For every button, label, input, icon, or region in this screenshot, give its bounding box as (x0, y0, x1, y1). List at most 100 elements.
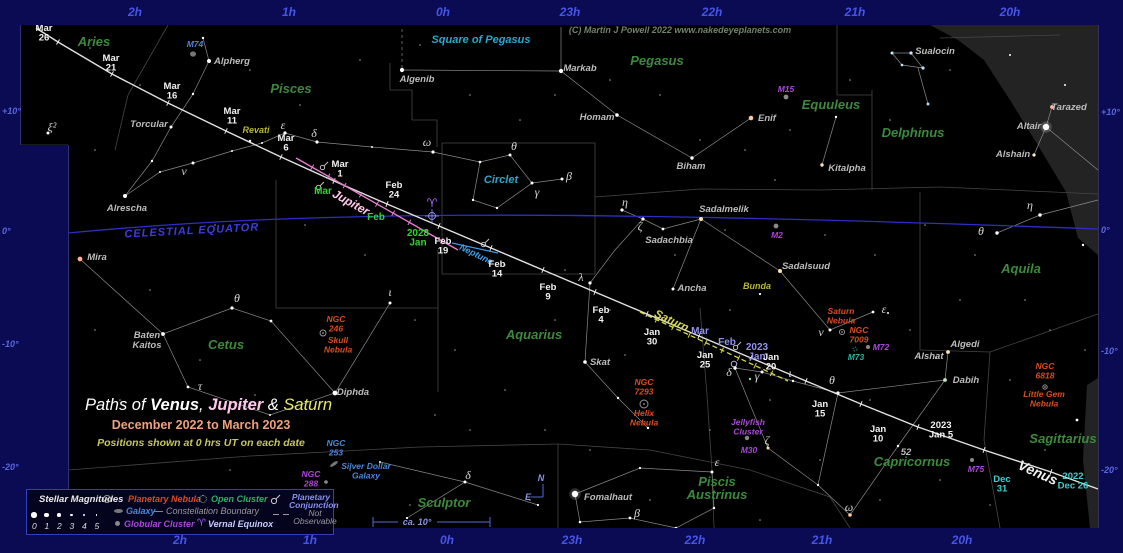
magnitude-number: 1 (44, 521, 50, 531)
star (454, 349, 456, 351)
chart-label: β (633, 506, 640, 520)
chart-label: Torcular (130, 119, 169, 130)
legend-title: Stellar Magnitudes (39, 494, 124, 505)
star (379, 461, 381, 463)
constellation-figure (472, 154, 533, 209)
star (299, 104, 301, 106)
chart-label: δ (726, 365, 732, 379)
star (578, 520, 582, 524)
neptune-path (451, 242, 499, 254)
star (824, 234, 826, 236)
constellation-boundary (983, 351, 1001, 529)
date-tick (697, 333, 701, 339)
chart-label: Mar (691, 326, 709, 337)
star (661, 227, 665, 231)
date-tick (982, 446, 986, 454)
saturn-path (639, 311, 789, 382)
open-cluster-symbol (852, 346, 858, 352)
date-tick (391, 210, 396, 217)
globular-cluster-icon (115, 521, 120, 526)
chart-label: M15 (778, 84, 795, 94)
chart-label: M73 (848, 352, 865, 362)
border-left (0, 145, 69, 528)
hour-label-bottom: 1h (302, 533, 318, 547)
chart-label: Altair (1016, 121, 1043, 132)
chart-label: Kitalpha (828, 163, 865, 174)
star (315, 140, 319, 144)
date-tick (326, 173, 331, 180)
star (469, 94, 471, 96)
constellation-boundary (114, 24, 169, 151)
chart-label: θ (234, 291, 240, 305)
date-tick (110, 71, 114, 77)
chart-label: E (525, 492, 532, 502)
star (1049, 329, 1051, 331)
star (649, 499, 651, 501)
date-tick (769, 370, 774, 377)
star (748, 377, 752, 381)
date-tick (437, 223, 441, 229)
star (828, 328, 832, 332)
constellation-figure (124, 132, 286, 197)
planetary-nebula-symbol (639, 399, 649, 409)
conjunction-circle (730, 360, 738, 368)
star (229, 469, 231, 471)
chart-label: Diphda (337, 387, 369, 398)
star (1044, 449, 1046, 451)
galaxy-symbol (330, 461, 338, 467)
chart-label: Alshain (995, 149, 1031, 160)
title-venus: Venus (150, 396, 200, 414)
date-tick (859, 401, 863, 407)
star (890, 51, 894, 55)
constellation-figure (79, 258, 336, 416)
chart-title: Paths of Venus, Jupiter & Saturn (85, 396, 333, 414)
hour-label-bottom: 22h (684, 533, 706, 547)
magnitude-dot-2 (57, 513, 61, 517)
dec-label-right: 0° (1101, 225, 1110, 235)
star (943, 378, 947, 382)
star (1064, 84, 1066, 86)
star (638, 466, 642, 470)
date-tick (489, 245, 493, 251)
date-tick (645, 311, 649, 317)
date-tick (439, 237, 444, 244)
date-tick (224, 128, 228, 134)
star (119, 399, 121, 401)
star (214, 224, 216, 226)
constellation-figure (621, 209, 702, 230)
date-tick (753, 362, 757, 369)
star (974, 254, 976, 256)
star (774, 179, 776, 181)
date-tick (310, 164, 315, 171)
date-tick (687, 332, 692, 338)
star (159, 171, 161, 173)
date-tick (671, 324, 675, 331)
star (201, 36, 205, 40)
date-tick (593, 289, 597, 295)
star (709, 429, 711, 431)
constellation-boundary (67, 443, 559, 471)
date-tick (166, 100, 170, 106)
date-tick (407, 219, 412, 226)
star (949, 69, 951, 71)
star (1032, 153, 1036, 157)
chart-label: δ (465, 468, 471, 482)
star (1024, 299, 1026, 301)
date-tick (342, 182, 347, 189)
hour-label-top: 20h (999, 5, 1021, 19)
star (989, 504, 991, 506)
star (690, 156, 694, 160)
star (609, 309, 611, 311)
